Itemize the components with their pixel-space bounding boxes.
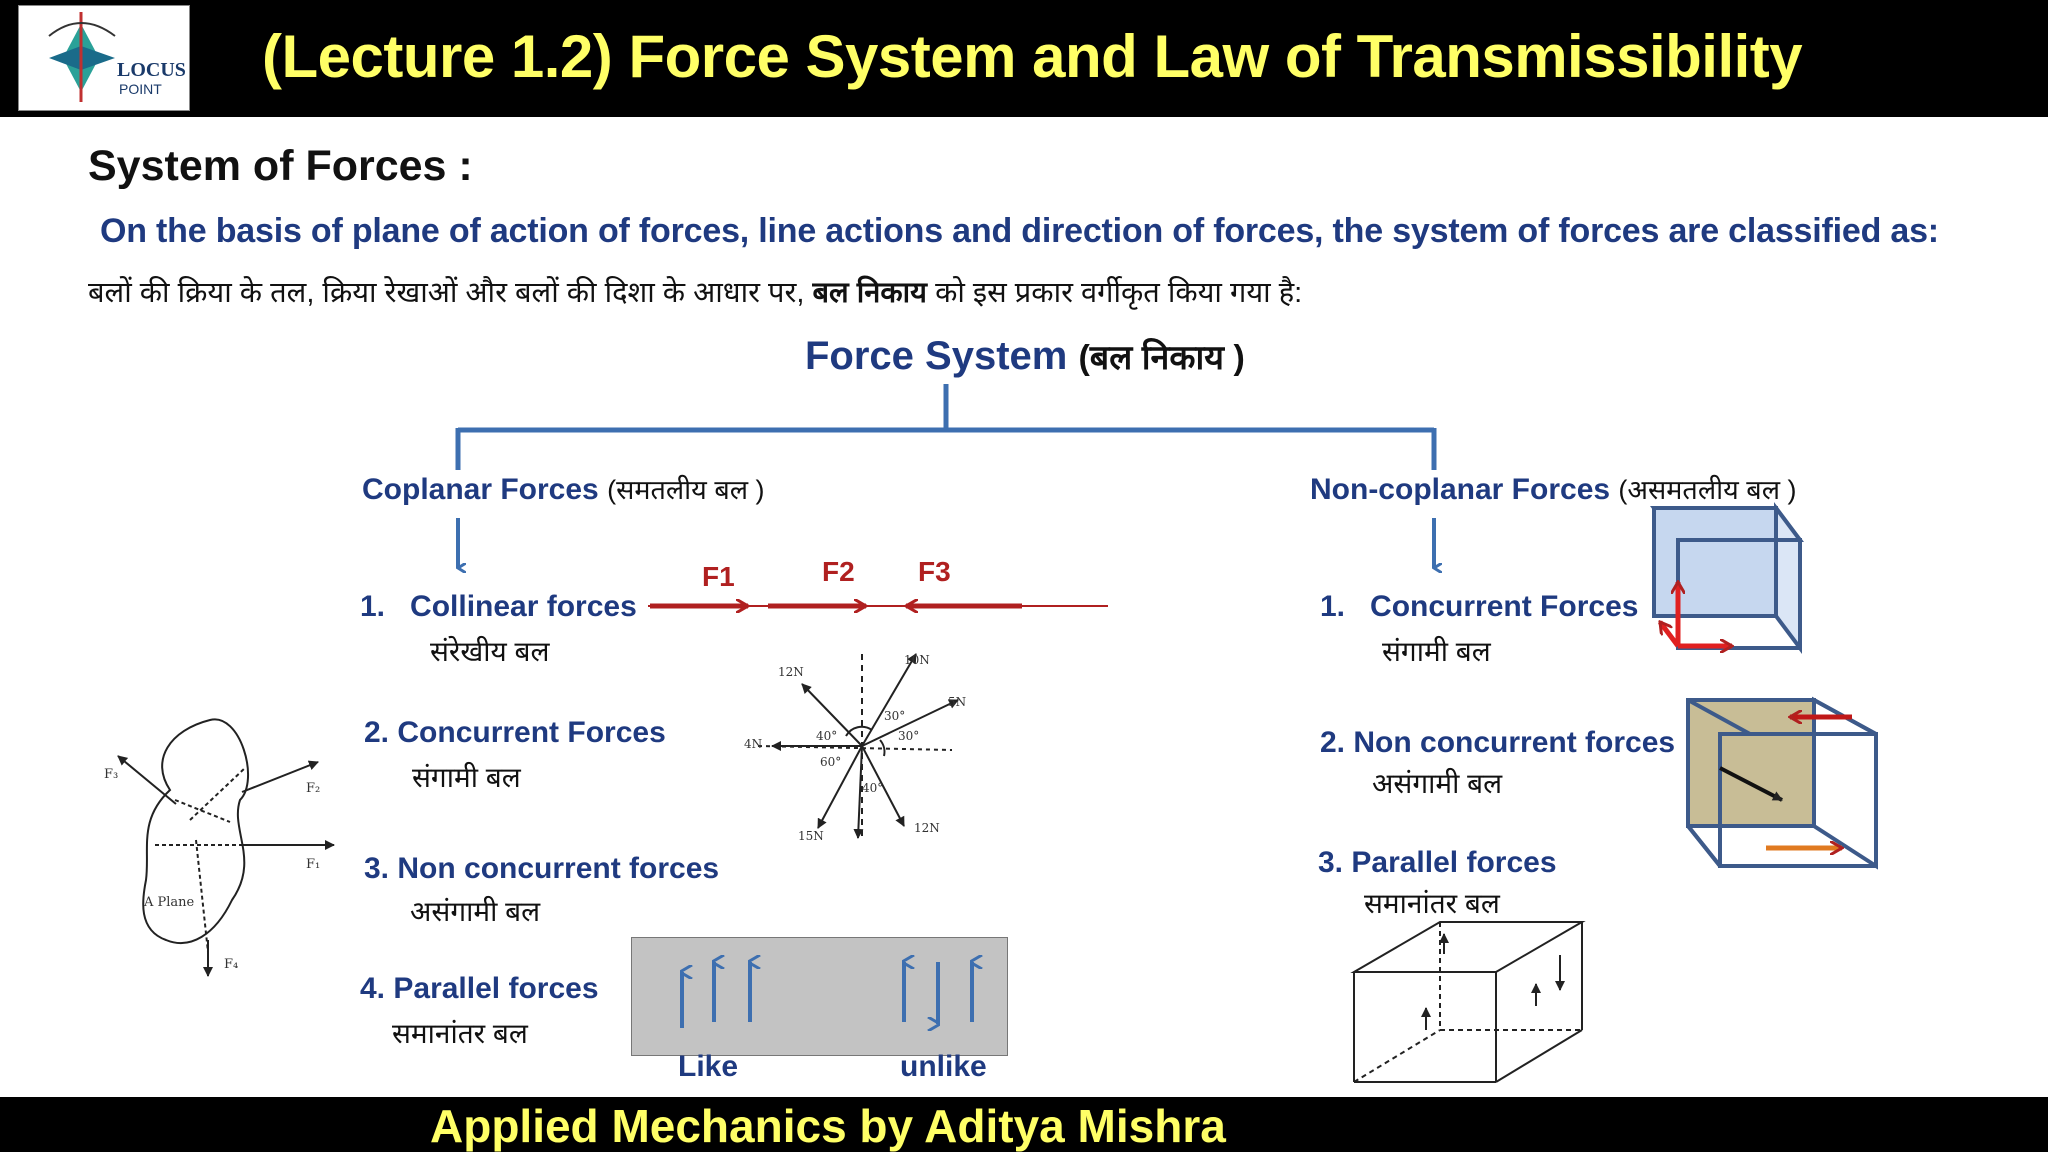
logo: LOCUS POINT xyxy=(18,5,190,111)
logo-subtext: POINT xyxy=(119,81,162,97)
label-40deg-a: 40° xyxy=(816,729,837,743)
footer-text: Applied Mechanics by Aditya Mishra xyxy=(430,1100,1226,1152)
item-num: 1. xyxy=(1320,590,1346,623)
noncoplanar-item-1-hi: संगामी बल xyxy=(1382,636,1491,667)
noncoplanar-parallel-box xyxy=(1350,921,1586,1083)
coplanar-item-3: 3. Non concurrent forces xyxy=(364,852,719,886)
root-en: Force System xyxy=(805,334,1068,378)
label-unlike: unlike xyxy=(900,1050,987,1083)
plane-labels: A Plane F₁ F₂ F₃ F₄ xyxy=(104,767,320,972)
label-4n: 4N xyxy=(744,737,762,751)
section-subtitle: On the basis of plane of action of force… xyxy=(100,212,1939,250)
tree-connector xyxy=(455,384,1437,470)
header-bar xyxy=(0,0,2048,117)
label-f1-collinear: F1 xyxy=(702,561,735,592)
label-10n: 10N xyxy=(904,653,930,667)
item-en: Concurrent Forces xyxy=(397,716,666,749)
hindi-bold: बल निकाय xyxy=(812,277,928,309)
parallel-forces-diagram xyxy=(680,962,972,1028)
coplanar-item-4-hi: समानांतर बल xyxy=(392,1018,528,1049)
label-like: Like xyxy=(678,1050,739,1083)
coplanar-item-2-hi: संगामी बल xyxy=(412,762,521,793)
label-40deg-b: 40° xyxy=(862,781,883,795)
label-30deg-a: 30° xyxy=(884,709,905,723)
noncoplanar-item-1: 1. Concurrent Forces xyxy=(1320,590,1638,624)
hindi-before: बलों की क्रिया के तल, क्रिया रेखाओं और ब… xyxy=(88,277,805,309)
label-30deg-b: 30° xyxy=(898,729,919,743)
coplanar-en: Coplanar Forces xyxy=(362,473,599,506)
coplanar-item-2: 2. Concurrent Forces xyxy=(364,716,666,750)
concurrent-forces-diagram xyxy=(757,653,959,840)
coplanar-item-4: 4. Parallel forces xyxy=(360,972,599,1006)
noncoplanar-item-3: 3. Parallel forces xyxy=(1318,846,1557,880)
hindi-description: बलों की क्रिया के तल, क्रिया रेखाओं और ब… xyxy=(88,272,1302,311)
label-f3: F₃ xyxy=(104,767,118,782)
concurrent-labels: 12N 10N 5N 4N 40° 30° 30° 60° 40° 15N 12… xyxy=(744,653,966,843)
hindi-after: को इस प्रकार वर्गीकृत किया गया है: xyxy=(935,277,1303,309)
item-num: 3. xyxy=(1318,846,1344,879)
label-12n-b: 12N xyxy=(914,821,940,835)
label-f4: F₄ xyxy=(224,957,238,972)
noncoplanar-nonconcurrent-cube xyxy=(1686,696,1878,870)
coplanar-item-1: 1. Collinear forces xyxy=(360,590,637,624)
noncoplanar-item-2-hi: असंगामी बल xyxy=(1372,768,1503,799)
noncoplanar-concurrent-cube xyxy=(1650,502,1804,654)
coplanar-hi: (समतलीय बल ) xyxy=(607,475,765,505)
label-f1: F₁ xyxy=(306,857,320,872)
item-num: 2. xyxy=(364,716,390,749)
section-heading: System of Forces : xyxy=(88,142,473,190)
coplanar-item-3-hi: असंगामी बल xyxy=(410,896,541,927)
label-f2-collinear: F2 xyxy=(822,556,855,587)
item-en: Non concurrent forces xyxy=(397,852,720,885)
item-en: Collinear forces xyxy=(410,590,637,623)
noncoplanar-hi: (असमतलीय बल ) xyxy=(1618,475,1797,505)
item-num: 2. xyxy=(1320,726,1346,759)
label-5n: 5N xyxy=(948,695,966,709)
label-a-plane: A Plane xyxy=(143,895,195,910)
noncoplanar-branch-label: Non-coplanar Forces (असमतलीय बल ) xyxy=(1310,470,1797,507)
root-node-title: Force System (बल निकाय ) xyxy=(805,333,1245,379)
item-en: Concurrent Forces xyxy=(1370,590,1639,623)
root-hi: (बल निकाय ) xyxy=(1078,339,1245,377)
label-15n: 15N xyxy=(798,829,824,843)
label-f2: F₂ xyxy=(306,781,320,796)
coplanar-branch-label: Coplanar Forces (समतलीय बल ) xyxy=(362,470,765,507)
label-60deg: 60° xyxy=(820,755,841,769)
item-en: Parallel forces xyxy=(1351,846,1557,879)
noncoplanar-en: Non-coplanar Forces xyxy=(1310,473,1611,506)
item-num: 4. xyxy=(360,972,386,1005)
label-f3-collinear: F3 xyxy=(918,556,951,587)
item-en: Parallel forces xyxy=(393,972,599,1005)
item-num: 3. xyxy=(364,852,390,885)
plane-forces-diagram xyxy=(117,718,335,977)
label-12n-a: 12N xyxy=(778,665,804,679)
item-en: Non concurrent forces xyxy=(1353,726,1676,759)
footer-bar xyxy=(0,1097,2048,1152)
noncoplanar-item-3-hi: समानांतर बल xyxy=(1364,888,1500,919)
item-num: 1. xyxy=(360,590,386,623)
logo-icon: LOCUS POINT xyxy=(48,12,186,102)
coplanar-item-1-hi: संरेखीय बल xyxy=(430,636,550,667)
page-title: (Lecture 1.2) Force System and Law of Tr… xyxy=(262,23,1803,90)
noncoplanar-item-2: 2. Non concurrent forces xyxy=(1320,726,1675,760)
logo-text: LOCUS xyxy=(117,59,186,81)
